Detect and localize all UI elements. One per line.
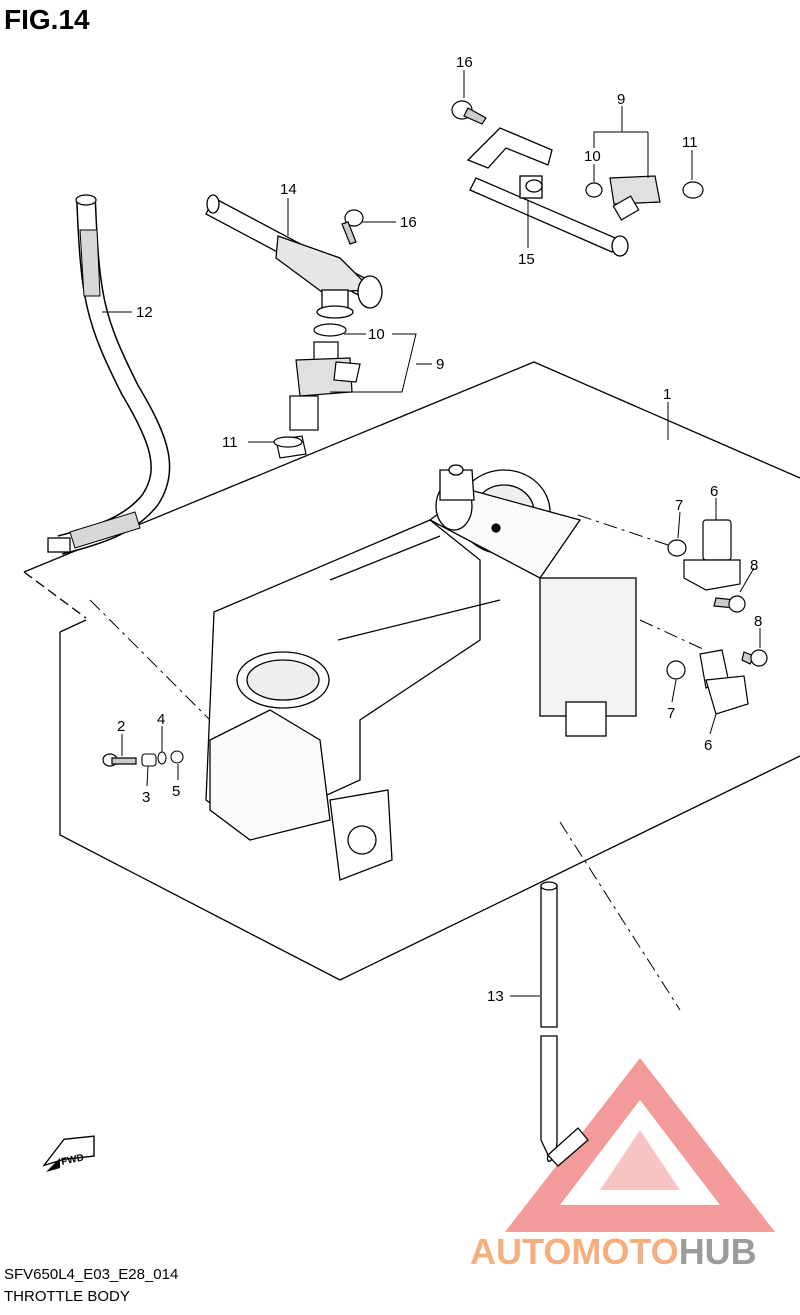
bolt-8-upper xyxy=(713,595,746,613)
bolt-16-a xyxy=(451,100,487,125)
injector-9-upper xyxy=(585,175,704,221)
watermark-logo xyxy=(505,1058,775,1232)
washer-4 xyxy=(157,751,167,765)
bolt-16-b xyxy=(341,209,364,245)
hose-12 xyxy=(47,194,171,555)
callout-7-lower: 7 xyxy=(667,705,675,722)
adjust-screw-2 xyxy=(102,753,137,767)
fuel-rail-14 xyxy=(205,194,383,319)
watermark-text-moto: MOTO xyxy=(571,1231,678,1272)
callout-7-upper: 7 xyxy=(675,497,683,514)
figure-title: FIG.14 xyxy=(4,4,90,35)
watermark-text-auto: AUTO xyxy=(470,1231,571,1272)
hose-13 xyxy=(540,881,589,1167)
callout-2: 2 xyxy=(117,718,125,735)
leader-lines xyxy=(102,70,761,997)
callout-14: 14 xyxy=(280,181,297,198)
forward-arrow-icon: FWD xyxy=(42,1135,95,1172)
bolt-8-lower xyxy=(741,649,768,667)
callout-10-mid: 10 xyxy=(368,326,385,343)
watermark-text-hub: HUB xyxy=(679,1231,757,1272)
throttle-body-1 xyxy=(205,464,637,881)
watermark-wordmark: AUTOMOTOHUB xyxy=(470,1231,757,1272)
forward-arrow-label: FWD xyxy=(60,1152,85,1167)
callout-11-mid: 11 xyxy=(222,434,238,451)
callout-6-lower: 6 xyxy=(704,737,712,754)
callout-10-top: 10 xyxy=(584,148,601,165)
svg-text:AUTOMOTOHUB: AUTOMOTOHUB xyxy=(470,1231,757,1272)
callout-16-top: 16 xyxy=(456,54,473,71)
fuel-rail-15 xyxy=(466,127,629,257)
callout-9-mid: 9 xyxy=(436,356,444,373)
callout-13: 13 xyxy=(487,988,504,1005)
figure-name: THROTTLE BODY xyxy=(4,1288,130,1305)
callout-6-upper: 6 xyxy=(710,483,718,500)
callout-9-top: 9 xyxy=(617,91,625,108)
callout-4: 4 xyxy=(157,711,165,728)
sensor-6-lower xyxy=(666,649,749,715)
sensor-6-upper xyxy=(667,519,741,591)
callout-3: 3 xyxy=(142,789,150,806)
callout-15: 15 xyxy=(518,251,535,268)
callout-11-top: 11 xyxy=(682,134,698,151)
injector-9-lower xyxy=(273,323,361,459)
callout-8-lower: 8 xyxy=(754,613,762,630)
throttle-assembly-frame xyxy=(23,361,800,981)
guide-lines xyxy=(89,514,706,1011)
o-ring-5 xyxy=(170,750,184,764)
spring-3 xyxy=(141,753,157,767)
figure-code: SFV650L4_E03_E28_014 xyxy=(4,1266,179,1283)
callout-1: 1 xyxy=(663,386,671,403)
callout-16-mid: 16 xyxy=(400,214,417,231)
callout-5: 5 xyxy=(172,783,180,800)
callout-8-upper: 8 xyxy=(750,557,758,574)
callout-12: 12 xyxy=(136,304,153,321)
